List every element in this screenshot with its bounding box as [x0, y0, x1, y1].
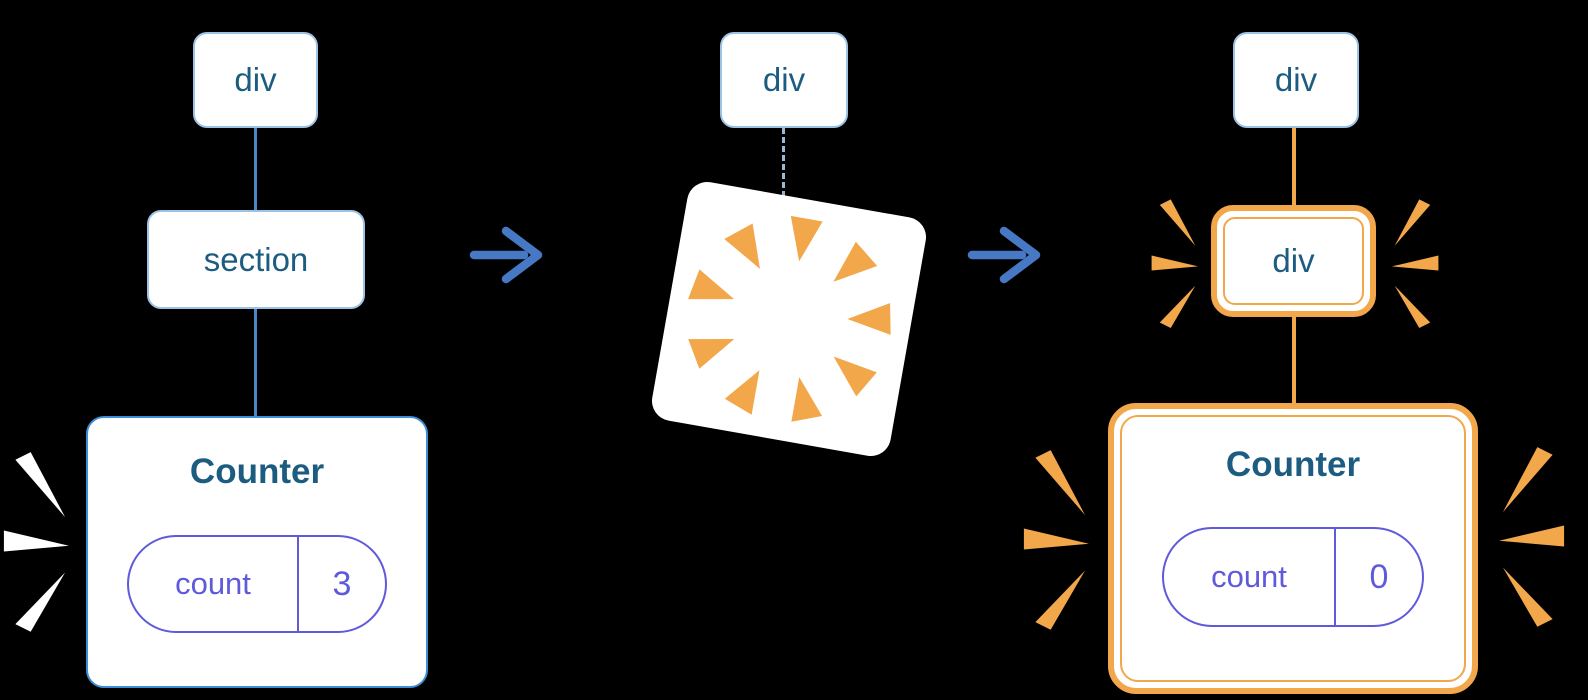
after-counter-card-highlighted: Counter count 0	[1108, 403, 1478, 694]
destroyed-node-card	[648, 178, 930, 460]
before-counter-card: Counter count 3	[86, 416, 428, 688]
after-root-node: div	[1233, 32, 1359, 128]
before-state-pill: count 3	[127, 535, 387, 633]
explosion-burst-icon	[670, 200, 908, 437]
emphasis-sparks-icon	[1023, 450, 1089, 630]
after-state-value: 0	[1369, 557, 1389, 596]
after-child-label: div	[1272, 242, 1315, 279]
right-arrow-icon	[468, 221, 548, 289]
tree-connector	[254, 128, 257, 210]
after-child-node-highlighted: div	[1211, 205, 1376, 317]
before-counter-title: Counter	[189, 452, 325, 491]
emphasis-sparks-icon	[1499, 447, 1565, 627]
after-counter-card: Counter count 0	[1120, 415, 1466, 682]
emphasis-sparks-icon	[1151, 199, 1199, 328]
emphasis-sparks-icon	[1391, 199, 1439, 328]
after-state-pill: count 0	[1162, 527, 1424, 627]
before-child-node: section	[147, 210, 365, 309]
right-arrow-icon	[966, 221, 1046, 289]
tree-connector-highlight	[1292, 317, 1296, 403]
emphasis-sparks-icon	[3, 452, 69, 632]
before-state-value: 3	[332, 564, 352, 603]
after-state-key: count	[1164, 529, 1336, 625]
before-state-key: count	[129, 537, 299, 631]
after-child-node: div	[1223, 217, 1364, 305]
before-root-node: div	[193, 32, 318, 128]
after-counter-title: Counter	[1225, 445, 1361, 484]
before-child-label: section	[203, 240, 309, 278]
during-root-label: div	[762, 61, 806, 98]
tree-connector-highlight	[1292, 128, 1296, 208]
during-root-node: div	[720, 32, 848, 128]
after-root-label: div	[1274, 61, 1318, 98]
before-root-label: div	[234, 61, 277, 98]
dashed-connector	[782, 128, 785, 206]
tree-connector	[254, 309, 257, 416]
